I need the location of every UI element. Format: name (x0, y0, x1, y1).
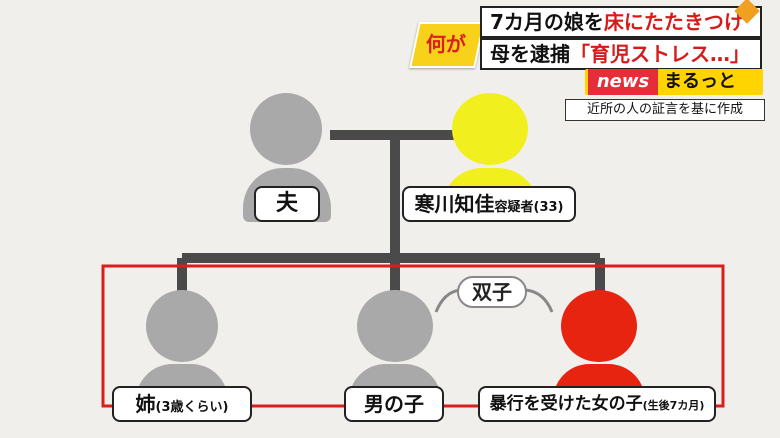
headline-line-1-pre: 7カ月の娘を (490, 10, 604, 34)
mother-head (452, 93, 528, 165)
father-label-text: 夫 (275, 191, 298, 216)
twins-label: 双子 (457, 276, 527, 308)
sister-head (146, 290, 218, 362)
father-head (250, 93, 322, 165)
father-label: 夫 (254, 186, 320, 222)
twin-arc-right (525, 288, 554, 313)
girl-label-text: 暴行を受けた女の子 (489, 394, 643, 414)
headline-line-1-red: 床にたたきつけ (603, 10, 744, 34)
headline-line-2-red: 「育児ストレス…」 (570, 42, 750, 66)
sister-note: (3歳くらい) (155, 400, 229, 415)
program-news: news (588, 69, 658, 95)
girl-label: 暴行を受けた女の子(生後7カ月) (478, 386, 716, 422)
mother-label: 寒川知佳容疑者(33) (402, 186, 576, 222)
mother-suffix: 容疑者(33) (494, 200, 564, 215)
boy-label: 男の子 (344, 386, 444, 422)
headline-line-1: 7カ月の娘を床にたたきつけ (480, 6, 762, 38)
headline-line-2-pre: 母を逮捕 (490, 42, 570, 66)
headline-line-2: 母を逮捕「育児ストレス…」 (480, 38, 762, 70)
girl-note: (生後7カ月) (642, 399, 705, 412)
source-note: 近所の人の証言を基に作成 (565, 99, 765, 121)
boy-head (357, 290, 433, 362)
sister-label-text: 姉 (135, 392, 156, 416)
boy-label-text: 男の子 (364, 392, 424, 416)
mother-name: 寒川知佳 (414, 192, 495, 216)
sister-label: 姉(3歳くらい) (112, 386, 252, 422)
headline-badge: 何が (426, 32, 466, 56)
program-maru: まるっと (664, 71, 736, 92)
girl-head (561, 290, 637, 362)
